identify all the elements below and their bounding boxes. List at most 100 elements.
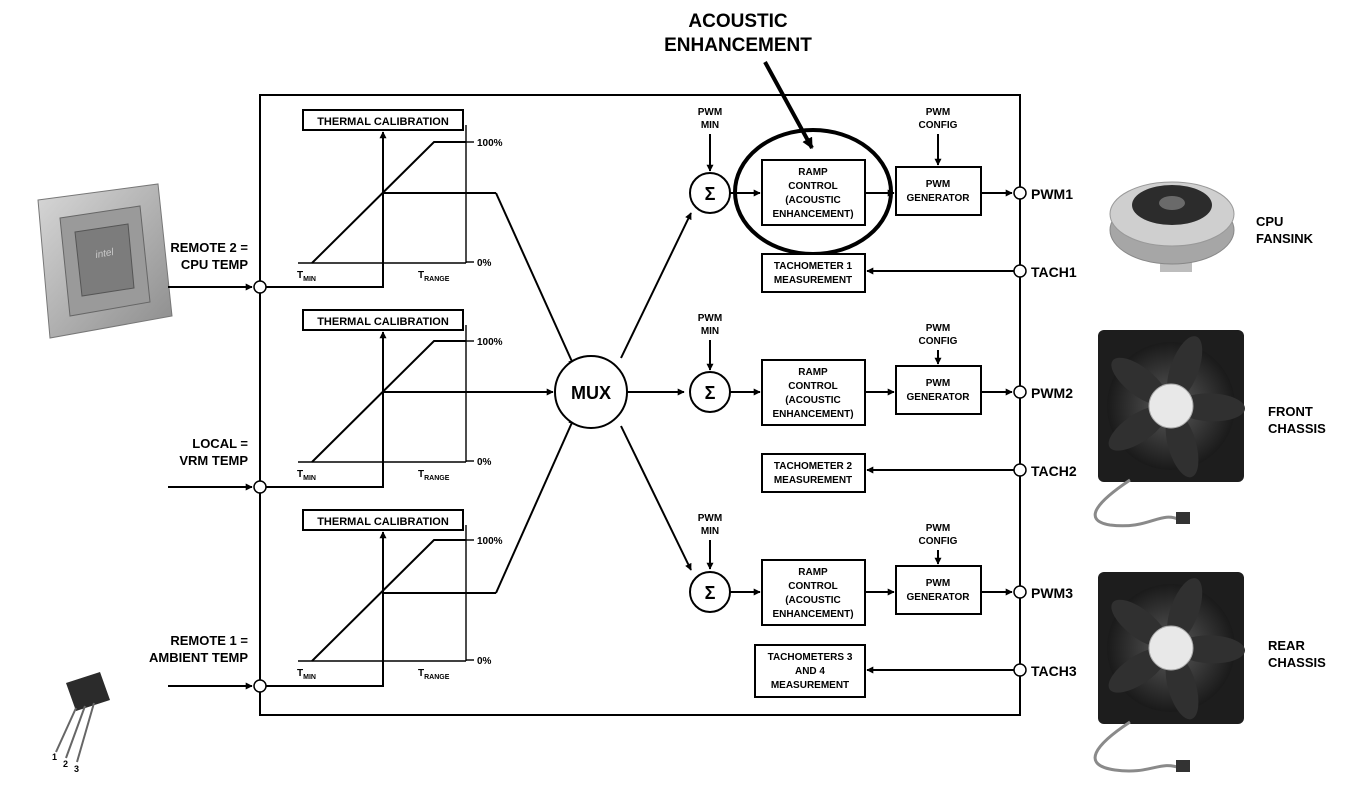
pwm-pin — [1013, 186, 1027, 200]
pct-0-label: 0% — [477, 656, 492, 667]
thermal-calibration-box — [302, 109, 464, 131]
pwm-generator-label-2: GENERATOR — [907, 193, 971, 204]
thermal-calibration-2: THERMAL CALIBRATION 100% 0% TMIN TRANGE — [266, 309, 503, 488]
ramp-label-line3: (ACOUSTIC — [785, 395, 841, 406]
pwm-pin-label: PWM1 — [1031, 186, 1073, 202]
input-label-ambient-line2: AMBIENT TEMP — [149, 650, 248, 665]
ramp-label-line1: RAMP — [798, 567, 828, 578]
pwm-min-label: PWM — [698, 513, 722, 524]
ramp-label-line4: ENHANCEMENT) — [772, 209, 853, 220]
pwm-generator-label-2: GENERATOR — [907, 392, 971, 403]
tach-pin — [1013, 663, 1027, 677]
pwm-generator-label-1: PWM — [926, 378, 950, 389]
ramp-label-line4: ENHANCEMENT) — [772, 409, 853, 420]
tmin-label: TMIN — [297, 469, 316, 482]
sigma-symbol: Σ — [705, 383, 716, 403]
calibration-input-arrow — [266, 531, 387, 687]
tach-pin — [1013, 463, 1027, 477]
ramp-label-line3: (ACOUSTIC — [785, 595, 841, 606]
calibration-input-arrow — [266, 331, 387, 488]
pct-0-label: 0% — [477, 258, 492, 269]
ramp-control-box — [761, 559, 866, 626]
calibration-input-arrow — [266, 131, 387, 288]
fan-label-rear-line1: REAR — [1268, 638, 1305, 653]
thermal-calibration-box — [302, 309, 464, 331]
tachometer-label-2: AND 4 — [795, 666, 825, 677]
tach-pin-label: TACH3 — [1031, 663, 1077, 679]
thermal-calibration-box — [302, 509, 464, 531]
fan-label-front-line2: CHASSIS — [1268, 421, 1326, 436]
pwm-pin-label: PWM2 — [1031, 385, 1073, 401]
pwm-config-label: PWM — [926, 323, 950, 334]
pwm-min-label-2: MIN — [701, 326, 719, 337]
pwm-config-label-2: CONFIG — [919, 120, 958, 131]
chip-logo-mark: intel — [95, 247, 116, 261]
tach-pin-label: TACH1 — [1031, 264, 1077, 280]
tach-pin-label: TACH2 — [1031, 463, 1077, 479]
pct-100-label: 100% — [477, 536, 503, 547]
pct-0-label: 0% — [477, 457, 492, 468]
trange-label: TRANGE — [418, 270, 450, 283]
tachometer-label-1: TACHOMETER 1 — [774, 261, 853, 272]
input-pin-remote1 — [253, 679, 267, 693]
tachometer-label-2: MEASUREMENT — [774, 275, 852, 286]
ramp-label-line2: CONTROL — [788, 181, 837, 192]
pin-2-label: 2 — [63, 759, 68, 769]
sigma-symbol: Σ — [705, 583, 716, 603]
pwm-channel-3: PWM MIN Σ RAMP CONTROL (ACOUSTIC ENHANCE… — [689, 513, 1077, 698]
pwm-generator-label-1: PWM — [926, 179, 950, 190]
pwm-generator-box — [895, 365, 982, 415]
pwm-channel-2: PWM MIN Σ RAMP CONTROL (ACOUSTIC ENHANCE… — [689, 313, 1077, 493]
mux-output-arrow-3 — [620, 425, 692, 571]
tachometer-label-2: MEASUREMENT — [774, 475, 852, 486]
ic-block — [259, 94, 1021, 716]
pwm-channel-1: PWM MIN Σ RAMP CONTROL (ACOUSTIC ENHANCE… — [689, 107, 1077, 293]
cpu-fansink-image — [1109, 181, 1235, 272]
pwm-config-label-2: CONFIG — [919, 536, 958, 547]
pwm-min-label: PWM — [698, 313, 722, 324]
input-label-local-line1: LOCAL = — [192, 436, 248, 451]
mux-input-arrow-3 — [495, 417, 575, 594]
front-chassis-fan-image — [1093, 330, 1245, 528]
fan-label-cpu-line1: CPU — [1256, 214, 1283, 229]
fan-label-rear-line2: CHASSIS — [1268, 655, 1326, 670]
rear-chassis-fan-image — [1093, 572, 1245, 773]
tachometer-box — [761, 253, 866, 293]
input-label-cpu-line2: CPU TEMP — [181, 257, 249, 272]
tachometer-label-1: TACHOMETER 2 — [774, 461, 853, 472]
mux-label: MUX — [571, 383, 611, 403]
pwm-pin — [1013, 385, 1027, 399]
pwm-pin — [1013, 585, 1027, 599]
transistor-image: 1 2 3 — [52, 672, 110, 774]
input-label-cpu-line1: REMOTE 2 = — [170, 240, 248, 255]
tachometer-box — [754, 644, 866, 698]
pwm-generator-label-1: PWM — [926, 578, 950, 589]
pwm-generator-box — [895, 565, 982, 615]
pwm-min-label-2: MIN — [701, 120, 719, 131]
sigma-symbol: Σ — [705, 184, 716, 204]
input-pin-local — [253, 480, 267, 494]
transfer-curve — [311, 141, 466, 264]
pct-100-label: 100% — [477, 337, 503, 348]
acoustic-callout-line1: ACOUSTIC — [688, 11, 788, 32]
pwm-min-label-2: MIN — [701, 526, 719, 537]
thermal-calibration-label: THERMAL CALIBRATION — [317, 116, 449, 128]
input-label-local-line2: VRM TEMP — [179, 453, 248, 468]
thermal-calibration-1: THERMAL CALIBRATION 100% 0% TMIN TRANGE — [266, 109, 503, 288]
ramp-label-line1: RAMP — [798, 167, 828, 178]
transfer-curve — [311, 340, 466, 463]
mux-output-arrow-1 — [620, 212, 692, 359]
pwm-config-label-2: CONFIG — [919, 336, 958, 347]
pwm-generator-label-2: GENERATOR — [907, 592, 971, 603]
ramp-label-line1: RAMP — [798, 367, 828, 378]
trange-label: TRANGE — [418, 668, 450, 681]
thermal-calibration-label: THERMAL CALIBRATION — [317, 516, 449, 528]
thermal-calibration-3: THERMAL CALIBRATION 100% 0% TMIN TRANGE — [266, 509, 503, 687]
tachometer-label-1: TACHOMETERS 3 — [768, 652, 853, 663]
transfer-curve — [311, 539, 466, 662]
tach-pin — [1013, 264, 1027, 278]
thermal-calibration-label: THERMAL CALIBRATION — [317, 316, 449, 328]
tmin-label: TMIN — [297, 270, 316, 283]
ramp-control-box — [761, 359, 866, 426]
